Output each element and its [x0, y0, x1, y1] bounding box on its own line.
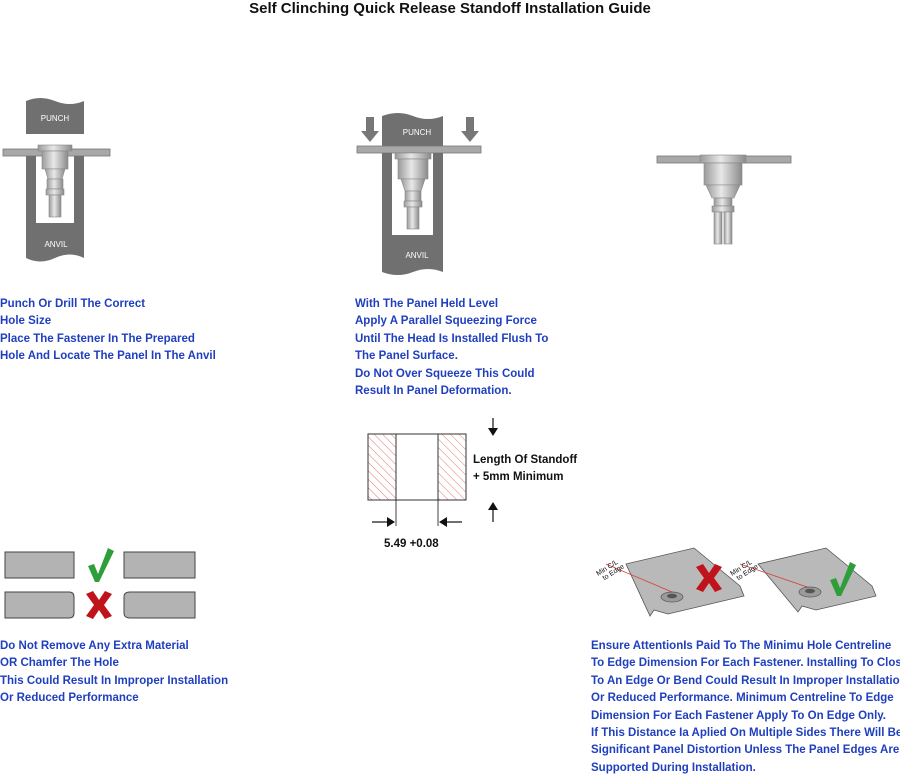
step2-squeeze-diagram: PUNCH ANVIL [356, 113, 482, 275]
edge-distance-diagram: Min C/L to Edge Min C/L to Edge [595, 547, 877, 617]
check-icon [88, 548, 114, 582]
diameter-label: 5.49 +0.08 [384, 538, 439, 550]
step2-line: Do Not Over Squeeze This Could [355, 367, 535, 380]
chamfer-line: This Could Result In Improper Installati… [0, 674, 229, 687]
step1-line: Hole And Locate The Panel In The Anvil [0, 350, 216, 363]
anvil-label: ANVIL [405, 251, 429, 260]
fastener [37, 144, 73, 218]
panel-good [757, 547, 877, 613]
edge-line: Significant Panel Distortion Unless The … [591, 744, 900, 757]
min-cl-label: Min C/L to Edge [595, 557, 626, 583]
min-cl-label: Min C/L to Edge [729, 557, 760, 583]
fastener [394, 152, 432, 230]
plate-ok-right [123, 551, 196, 579]
step1-instructions: Punch Or Drill The Correct Hole Size Pla… [0, 296, 216, 366]
edge-line: To An Edge Or Bend Could Result In Impro… [591, 674, 900, 687]
step2-instructions: With The Panel Held Level Apply A Parall… [355, 296, 548, 400]
hatched-wall-left [367, 433, 397, 501]
plate-bad-left [4, 591, 75, 619]
edge-line: If This Distance Ia Aplied On Multiple S… [591, 727, 900, 740]
length-label: Length Of Standoff + 5mm Minimum [473, 452, 577, 487]
anvil-block [26, 156, 84, 262]
punch-block [382, 113, 443, 146]
punch-label: PUNCH [41, 114, 70, 123]
step2-line: Result In Panel Deformation. [355, 385, 512, 398]
step1-line: Place The Fastener In The Prepared [0, 332, 195, 345]
edge-line: Supported During Installation. [591, 761, 756, 774]
force-arrow-left [361, 117, 379, 142]
step2-line: The Panel Surface. [355, 350, 458, 363]
punch-block [26, 98, 84, 134]
installed-fastener-diagram [656, 154, 792, 245]
step1-punch-anvil-diagram: PUNCH ANVIL [2, 98, 111, 262]
page-title: Self Clinching Quick Release Standoff In… [249, 0, 651, 17]
anvil-label: ANVIL [44, 240, 68, 249]
panel-bad [625, 547, 745, 617]
cross-icon [86, 591, 112, 619]
step1-line: Punch Or Drill The Correct [0, 298, 146, 310]
step2-line: With The Panel Held Level [355, 298, 499, 310]
chamfer-line: OR Chamfer The Hole [0, 657, 119, 670]
edge-line: Dimension For Each Fastener Apply To On … [591, 709, 886, 722]
panel-plate [356, 145, 482, 154]
plate-bad-right [123, 591, 196, 619]
edge-line: Ensure AttentionIs Paid To The Minimu Ho… [591, 640, 892, 652]
edge-instructions: Ensure AttentionIs Paid To The Minimu Ho… [591, 638, 900, 777]
hole-gap [395, 433, 439, 501]
step2-line: Until The Head Is Installed Flush To [355, 332, 549, 345]
chamfer-line: Do Not Remove Any Extra Material [0, 640, 189, 652]
punch-label: PUNCH [403, 128, 432, 137]
edge-line: Or Reduced Performance. Minimum Centreli… [591, 692, 894, 705]
cross-icon [696, 564, 722, 592]
plate-ok-left [4, 551, 75, 579]
hatched-wall-right [437, 433, 467, 501]
fastener [699, 154, 747, 245]
step2-line: Apply A Parallel Squeezing Force [355, 315, 537, 328]
step1-line: Hole Size [0, 315, 52, 328]
force-arrow-right [461, 117, 479, 142]
edge-line: To Edge Dimension For Each Fastener. Ins… [591, 657, 900, 670]
chamfer-comparison-diagram [4, 548, 196, 619]
anvil-block [382, 153, 443, 275]
check-icon [830, 562, 856, 596]
length-label-line: Length Of Standoff [473, 454, 578, 466]
chamfer-line: Or Reduced Performance [0, 692, 139, 705]
hole-dimension-diagram [367, 418, 498, 527]
length-label-line: + 5mm Minimum [473, 471, 564, 484]
chamfer-instructions: Do Not Remove Any Extra Material OR Cham… [0, 638, 228, 708]
